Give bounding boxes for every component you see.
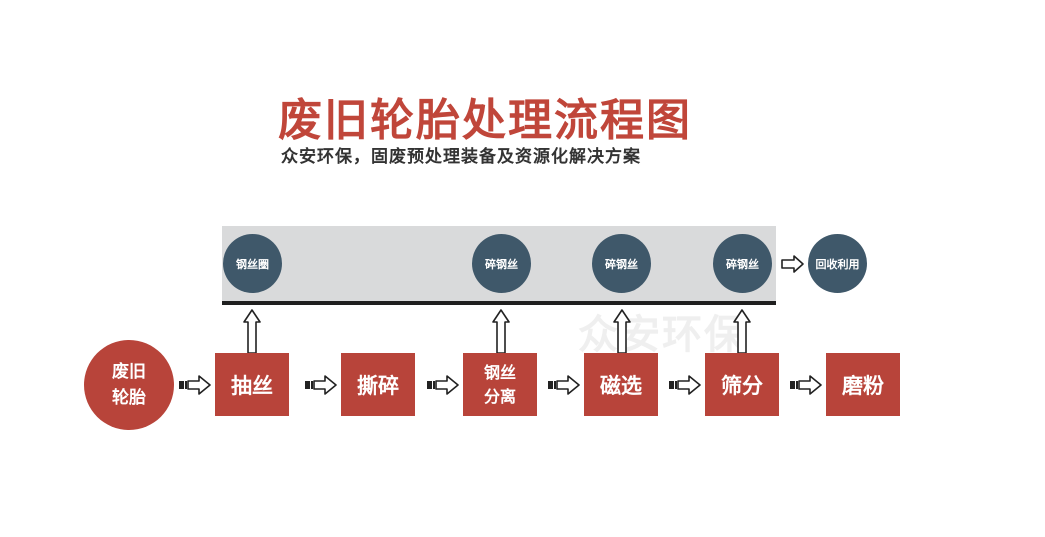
output-circle-4: 碎钢丝	[713, 234, 772, 293]
step-label: 撕碎	[357, 373, 399, 398]
step-label-line1: 钢丝	[483, 362, 516, 382]
step-label-line2: 分离	[483, 386, 516, 406]
output-circle-2: 碎钢丝	[472, 234, 531, 293]
step-label: 抽丝	[231, 373, 273, 398]
flow-arrow-icon	[179, 375, 211, 395]
start-circle: 废旧 轮胎	[84, 340, 174, 430]
flow-arrow-icon	[548, 375, 580, 395]
step-label: 磨粉	[842, 373, 884, 398]
diagram-title: 废旧轮胎处理流程图	[278, 95, 692, 146]
output-label: 碎钢丝	[605, 257, 638, 271]
output-label: 碎钢丝	[485, 257, 518, 271]
step-box-3: 钢丝 分离	[463, 353, 537, 416]
start-label-line1: 废旧	[112, 362, 146, 382]
diagram-subtitle: 众安环保，固废预处理装备及资源化解决方案	[281, 147, 641, 167]
output-circle-1: 钢丝圈	[223, 234, 282, 293]
step-box-4: 磁选	[584, 353, 658, 416]
start-label-line2: 轮胎	[112, 388, 146, 408]
final-label: 回收利用	[815, 257, 860, 271]
up-arrow-icon	[733, 309, 751, 354]
step-label: 筛分	[721, 373, 763, 398]
final-circle: 回收利用	[808, 234, 867, 293]
step-box-1: 抽丝	[215, 353, 289, 416]
flow-arrow-icon	[790, 375, 822, 395]
step-box-6: 磨粉	[826, 353, 900, 416]
up-arrow-icon	[613, 309, 631, 354]
output-circle-3: 碎钢丝	[592, 234, 651, 293]
output-label: 钢丝圈	[236, 257, 269, 271]
step-box-5: 筛分	[705, 353, 779, 416]
band-baseline	[222, 301, 776, 305]
up-arrow-icon	[243, 309, 261, 354]
step-label: 磁选	[600, 373, 642, 398]
step-box-2: 撕碎	[341, 353, 415, 416]
flow-arrow-icon	[669, 375, 701, 395]
up-arrow-icon	[492, 309, 510, 354]
output-label: 碎钢丝	[726, 257, 759, 271]
right-arrow-icon	[781, 255, 804, 273]
flow-arrow-icon	[305, 375, 337, 395]
watermark-text: 众安环保	[578, 312, 746, 358]
flow-arrow-icon	[427, 375, 459, 395]
